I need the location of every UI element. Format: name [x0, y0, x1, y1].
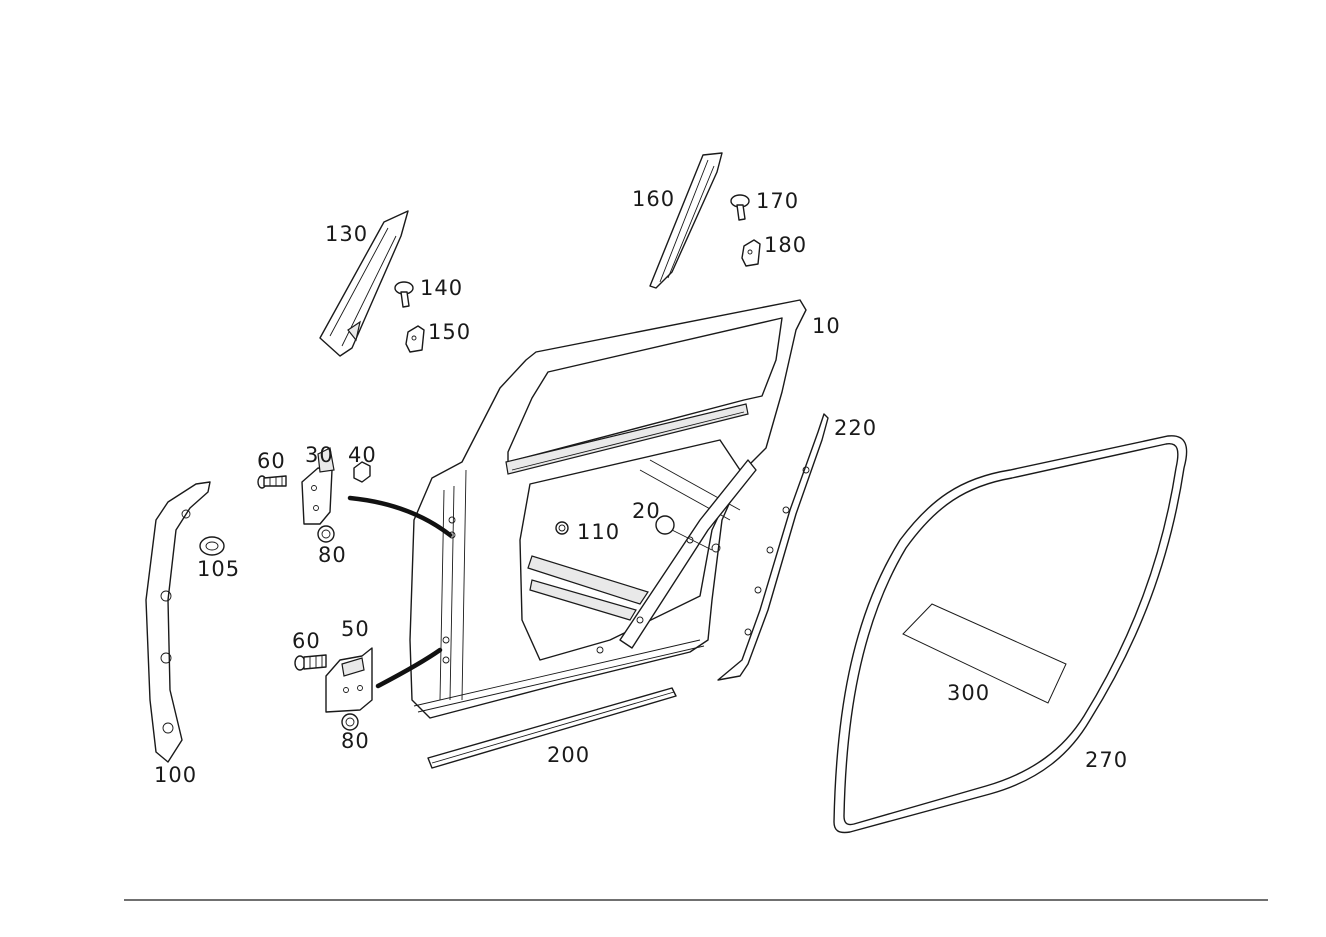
- sill-seal-part: [427, 687, 677, 769]
- clip-140-part: [394, 281, 414, 308]
- pillar-trim-front-part: [319, 210, 409, 357]
- upper-hinge-leader: [347, 495, 453, 538]
- door-shell-part: [409, 299, 807, 719]
- pillar-trim-rear-part: [649, 152, 723, 289]
- callout-30: 30: [305, 443, 334, 467]
- callout-80-lower: 80: [341, 729, 370, 753]
- nut-40-part: [353, 461, 371, 483]
- plug-20-part: [655, 515, 713, 551]
- hinge-nut-lower-part: [341, 713, 359, 731]
- rear-seal-strip-part: [717, 413, 829, 681]
- door-seal-part: [833, 435, 1188, 834]
- callout-40: 40: [348, 443, 377, 467]
- callout-105: 105: [197, 557, 240, 581]
- bolt-lower-part: [294, 654, 327, 671]
- callout-220: 220: [834, 416, 877, 440]
- callout-60-lower: 60: [292, 629, 321, 653]
- upper-hinge-part: [301, 447, 335, 525]
- bolt-upper-part: [257, 475, 287, 489]
- callout-300: 300: [947, 681, 990, 705]
- callout-130: 130: [325, 222, 368, 246]
- foil-part: [902, 603, 1067, 704]
- lower-hinge-leader: [375, 647, 443, 689]
- callout-20: 20: [632, 499, 661, 523]
- bracket-180-part: [741, 239, 761, 267]
- callout-150: 150: [428, 320, 471, 344]
- clip-105-part: [199, 536, 225, 556]
- callout-160: 160: [632, 187, 675, 211]
- callout-140: 140: [420, 276, 463, 300]
- callout-110: 110: [577, 520, 620, 544]
- callout-50: 50: [341, 617, 370, 641]
- callout-200: 200: [547, 743, 590, 767]
- callout-270: 270: [1085, 748, 1128, 772]
- pillar-trim-lower-part: [145, 481, 211, 763]
- hinge-nut-upper-part: [317, 525, 335, 543]
- bracket-150-part: [405, 325, 425, 353]
- callout-10: 10: [812, 314, 841, 338]
- callout-100: 100: [154, 763, 197, 787]
- lower-hinge-part: [325, 647, 373, 713]
- callout-170: 170: [756, 189, 799, 213]
- callout-180: 180: [764, 233, 807, 257]
- callout-80-upper: 80: [318, 543, 347, 567]
- grommet-110-part: [555, 521, 569, 535]
- callout-60-upper: 60: [257, 449, 286, 473]
- clip-170-part: [730, 194, 750, 221]
